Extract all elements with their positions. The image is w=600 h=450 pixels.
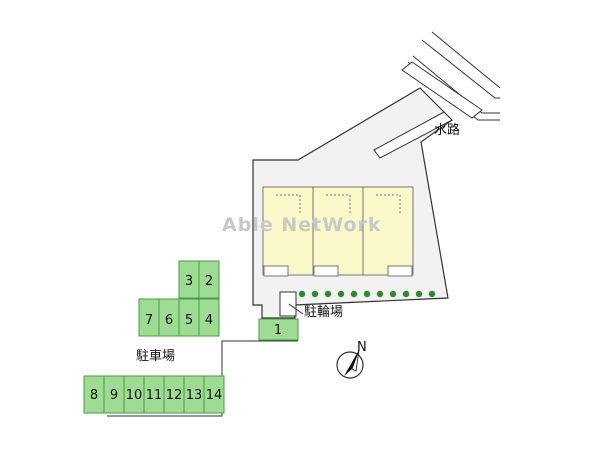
watermark: Able NetWork [222,214,382,236]
parking-number: 9 [110,388,118,403]
parking-number: 2 [205,274,213,289]
parking-space [198,298,220,337]
parking-number: 1 [274,323,282,338]
waterway-strip [373,111,453,159]
parking-space [203,375,225,414]
building [262,186,414,277]
parking-number: 6 [165,313,173,328]
entrance-2 [313,265,339,277]
entrance-1 [263,265,289,277]
building-unit-3 [362,186,414,276]
parking-number: 13 [186,388,203,403]
parking-lot [83,260,299,414]
bicycle-parking-label: 駐輪場 [304,304,343,320]
parking-number: 10 [126,388,143,403]
parking-number: 4 [205,313,213,328]
waterway-channel [401,61,483,119]
parking-number: 11 [146,388,163,403]
balcony-lines [276,194,401,215]
north-label: N [357,340,367,355]
parking-number: 14 [206,388,223,403]
parking-space [258,318,299,341]
bicycle-parking-leader [288,303,304,315]
parking-label: 駐車場 [136,349,175,364]
parking-number: 3 [185,274,193,289]
hedge [298,290,436,298]
parking-space [198,260,220,299]
parking-number: 5 [185,313,193,328]
parking-number: 8 [90,388,98,403]
parking-number: 12 [166,388,183,403]
entrance-3 [387,265,413,277]
waterway-label: 水路 [434,122,460,138]
parking-number: 7 [145,313,153,328]
bicycle-parking-area [279,291,297,317]
compass-north-icon: N [336,340,367,379]
